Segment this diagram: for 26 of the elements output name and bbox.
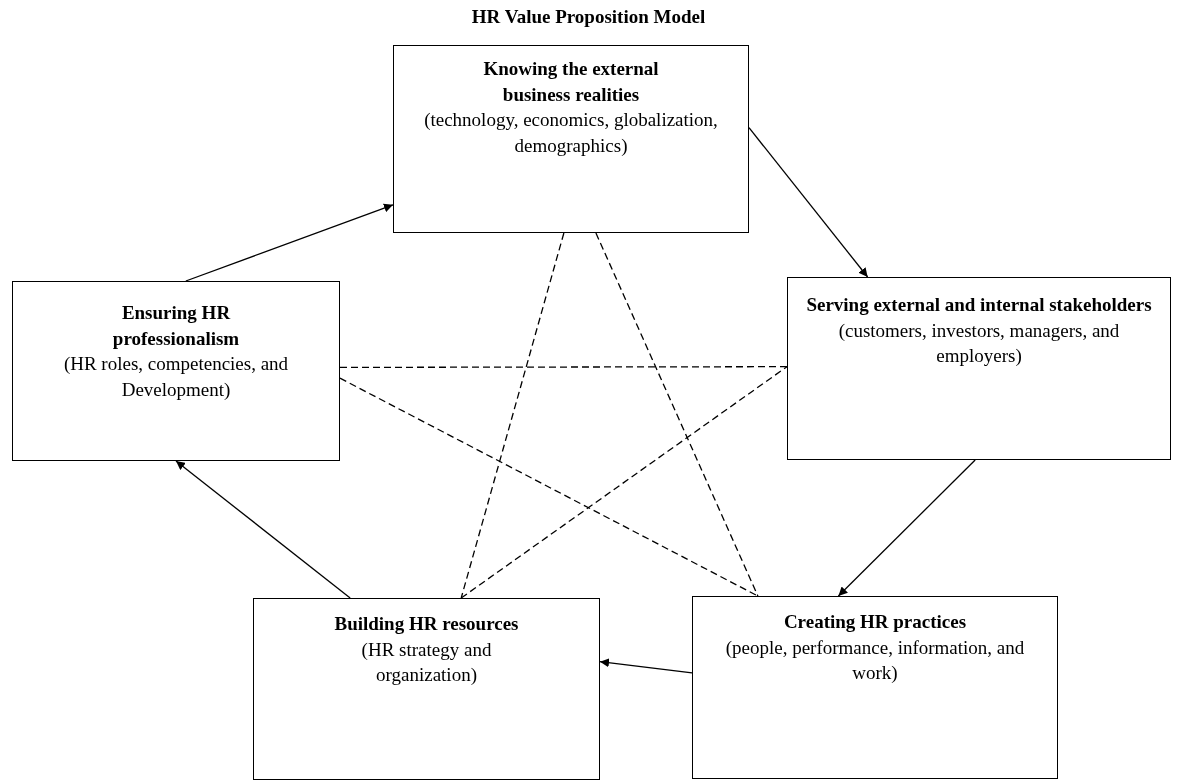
arrow — [175, 460, 351, 599]
process-box — [12, 281, 340, 461]
dashed-line — [339, 377, 759, 597]
box-description: (technology, economics, globalization, demographics) — [423, 108, 719, 158]
process-box — [253, 598, 600, 780]
box-heading: Serving external and internal stakeholders — [805, 293, 1153, 317]
box-description: (HR roles, competencies, and Development) — [62, 352, 290, 402]
box-heading: Ensuring HR professionalism — [111, 301, 241, 351]
box-heading: Building HR resources — [333, 612, 520, 636]
dashed-line — [595, 232, 759, 597]
box-description: (people, performance, information, and work) — [725, 635, 1025, 686]
arrow — [837, 459, 976, 597]
arrow — [185, 203, 394, 282]
process-box — [787, 277, 1171, 460]
dashed-line — [460, 366, 788, 599]
box-heading: Knowing the external business realities — [482, 57, 660, 107]
diagram-title: HR Value Proposition Model — [471, 6, 706, 28]
box-description: (customers, investors, managers, and employers) — [837, 318, 1121, 369]
box-description: (HR strategy and organization) — [360, 637, 493, 688]
box-heading: Creating HR practices — [782, 610, 968, 634]
arrow — [599, 658, 693, 674]
arrow — [748, 127, 869, 278]
dashed-line — [460, 232, 565, 599]
process-box — [692, 596, 1058, 779]
dashed-line — [339, 366, 788, 369]
process-box — [393, 45, 749, 233]
